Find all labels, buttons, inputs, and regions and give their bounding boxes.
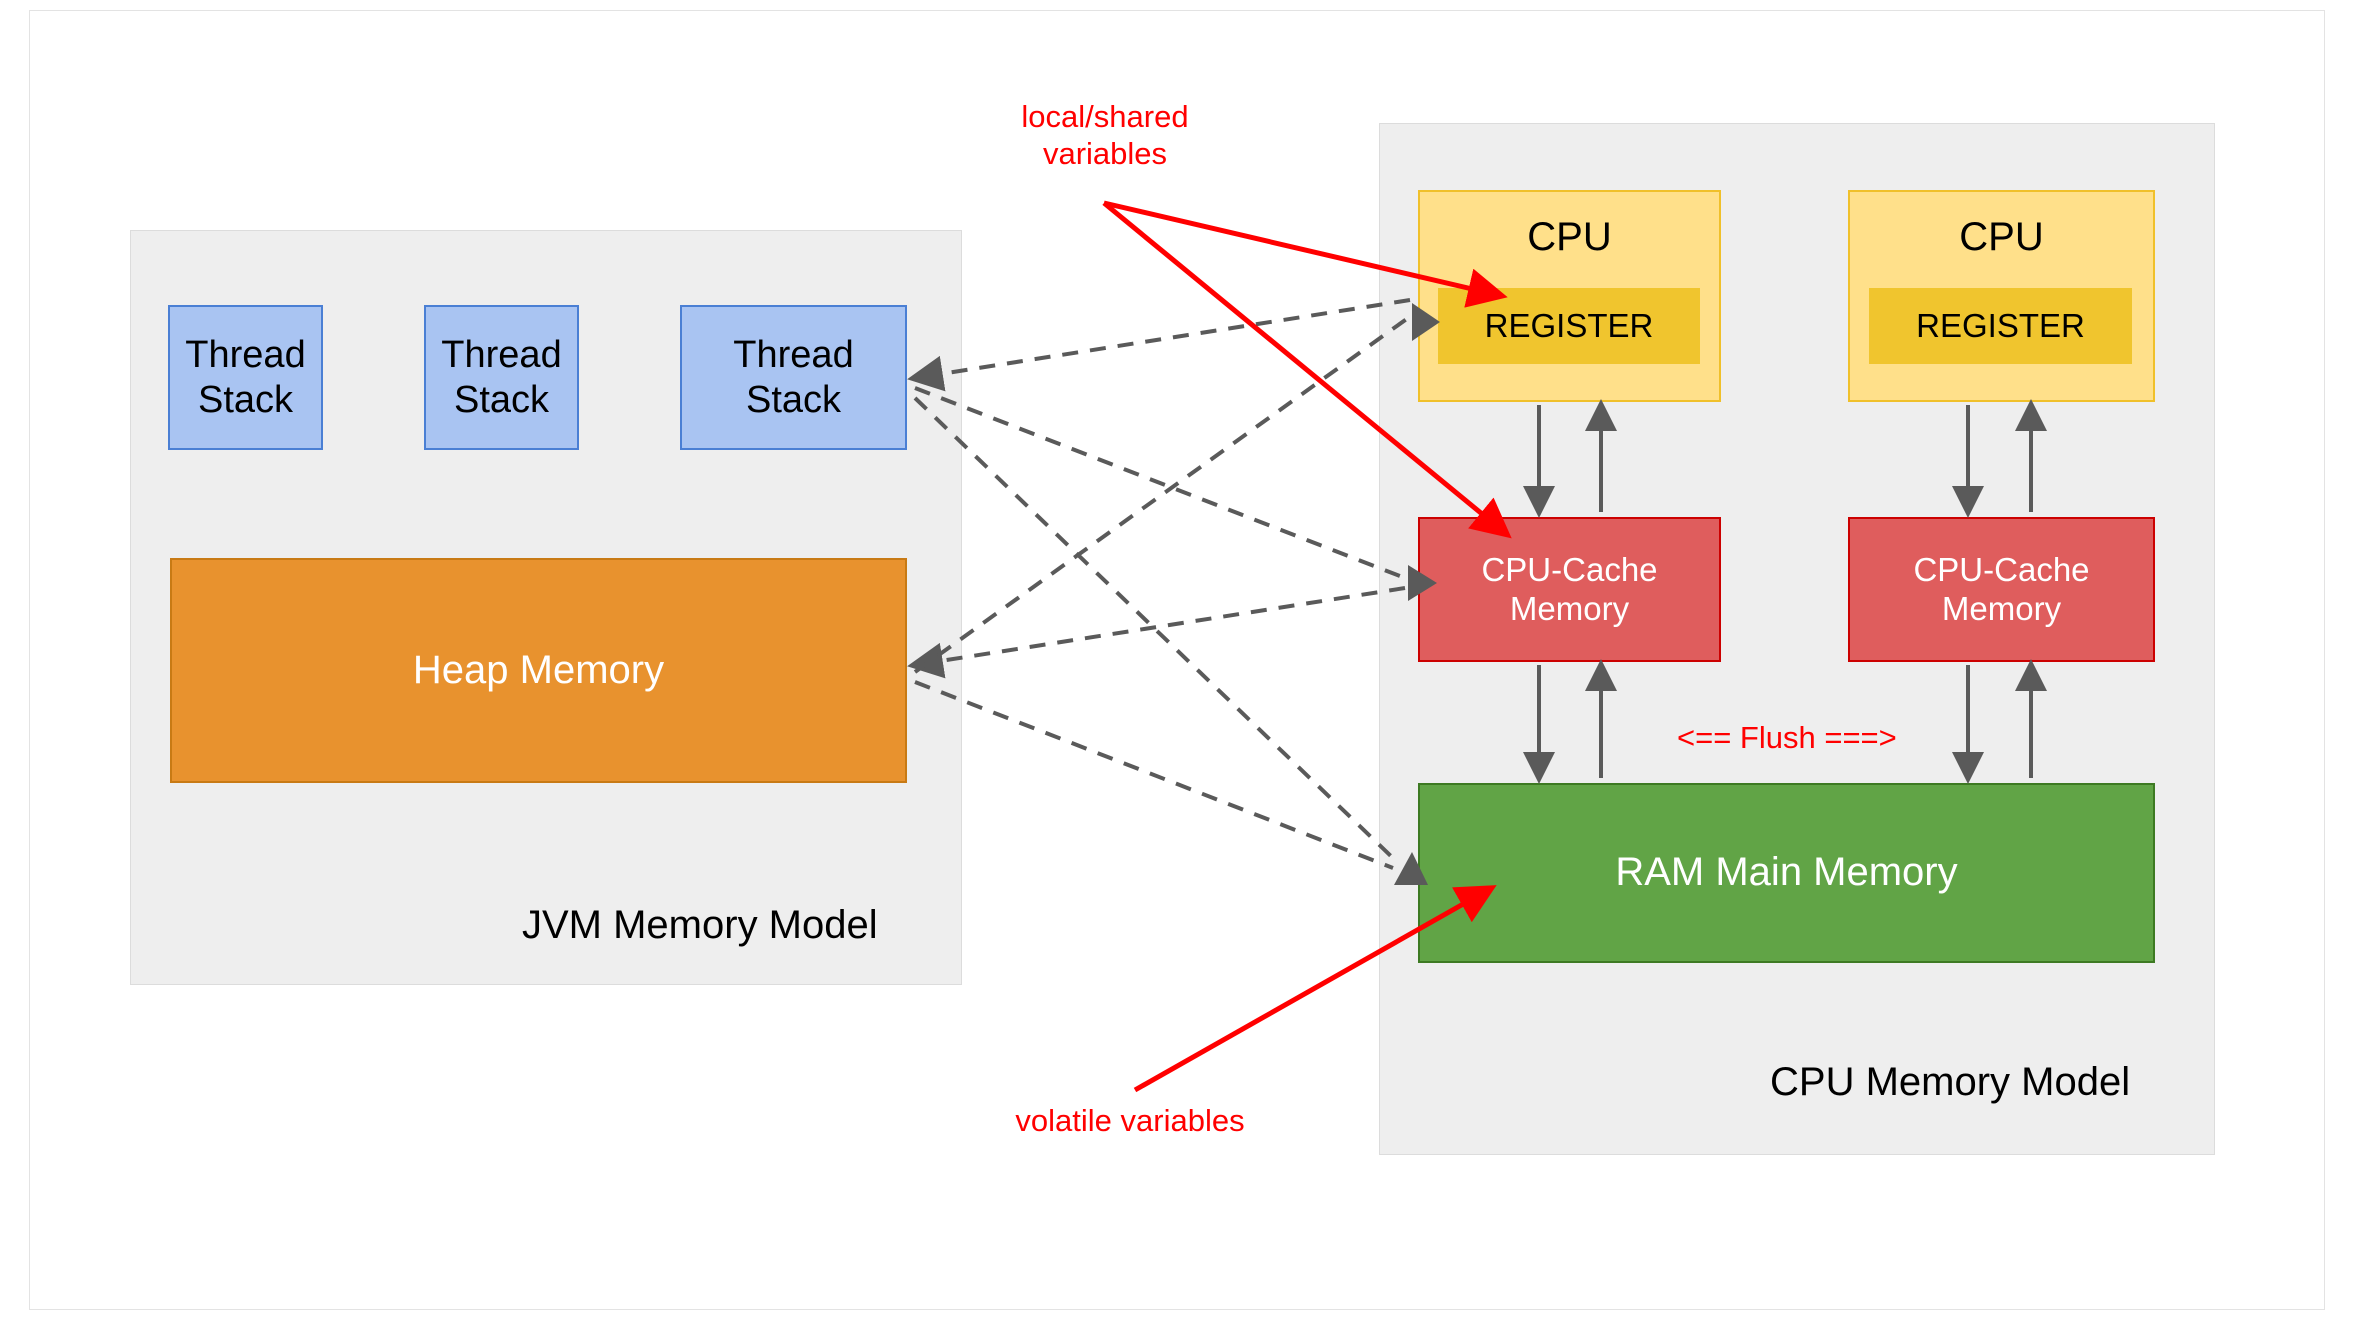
thread-stack-box-3[interactable]: Thread Stack — [680, 305, 907, 450]
thread-stack-box-1[interactable]: Thread Stack — [168, 305, 323, 450]
local-shared-variables-label: local/shared variables — [1021, 99, 1189, 172]
flush-label: <== Flush ===> — [1677, 720, 1897, 755]
jvm-panel-label: JVM Memory Model — [522, 903, 878, 947]
cpu-panel-label: CPU Memory Model — [1770, 1060, 2131, 1104]
volatile-variables-label: volatile variables — [1015, 1103, 1245, 1138]
register-box-1[interactable]: REGISTER — [1438, 288, 1700, 364]
cpu-cache-memory-box-2[interactable]: CPU-Cache Memory — [1848, 517, 2155, 662]
register-box-2[interactable]: REGISTER — [1869, 288, 2132, 364]
cpu-cache-memory-box-1[interactable]: CPU-Cache Memory — [1418, 517, 1721, 662]
ram-main-memory-box[interactable]: RAM Main Memory — [1418, 783, 2155, 963]
thread-stack-box-2[interactable]: Thread Stack — [424, 305, 579, 450]
heap-memory-box[interactable]: Heap Memory — [170, 558, 907, 783]
